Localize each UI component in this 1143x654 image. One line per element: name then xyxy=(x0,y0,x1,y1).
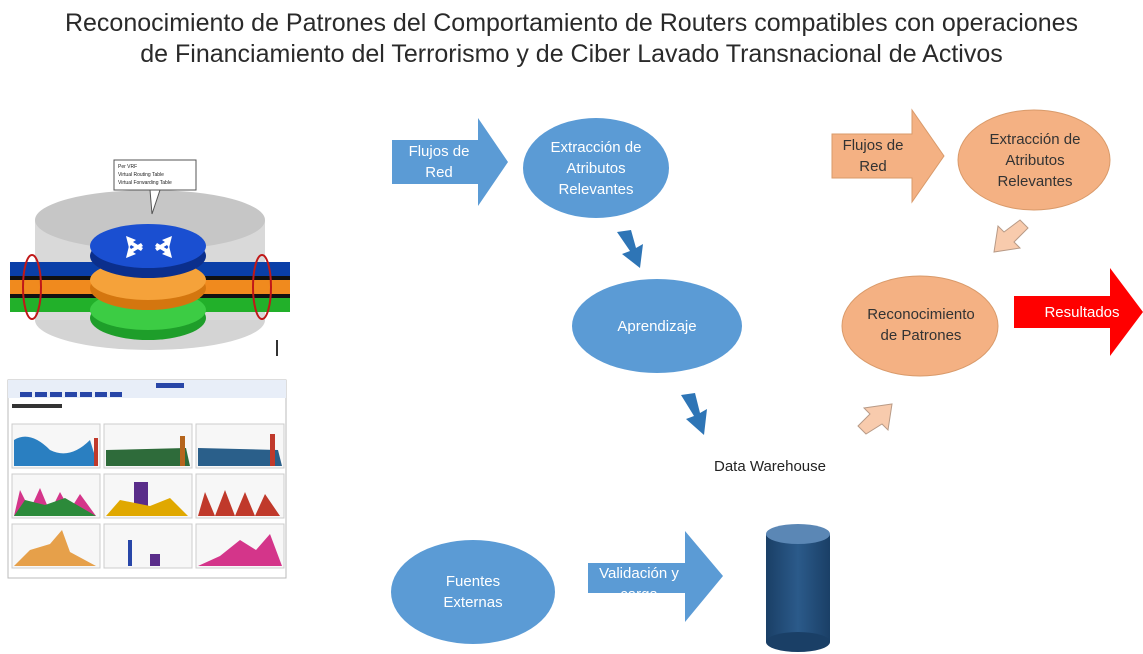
learning-label: Aprendizaje xyxy=(617,317,697,335)
up-right-arrow xyxy=(857,403,893,435)
right-extraction-label: Extracción de Atributos Relevantes xyxy=(989,130,1081,190)
title-line-2: de Financiamiento del Terrorismo y de Ci… xyxy=(140,40,1003,68)
recognition-ellipse xyxy=(841,275,999,377)
right-extraction-ellipse xyxy=(957,109,1111,211)
results-label: Resultados xyxy=(1044,303,1120,321)
recognition-label: Reconocimiento de Patrones xyxy=(867,306,975,344)
right-network-flows-arrow xyxy=(831,108,945,204)
title-line-1: Reconocimiento de Patrones del Comportam… xyxy=(64,9,1079,37)
network-flows-arrow xyxy=(392,118,508,206)
results-arrow xyxy=(1014,268,1143,356)
extraction-label: Extracción de Atributos Relevantes xyxy=(550,138,642,198)
right-network-flows-label: Flujos de Red xyxy=(842,137,904,175)
network-flows-label: Flujos de Red xyxy=(408,143,470,181)
page-title: Reconocimiento de Patrones del Comportam… xyxy=(0,8,1143,70)
dashboard-thumbnail xyxy=(7,379,287,579)
validation-arrow xyxy=(588,531,723,622)
validation-label: Validación y carga xyxy=(599,565,679,603)
data-warehouse-label: Data Warehouse xyxy=(713,458,826,475)
learning-ellipse xyxy=(572,279,742,373)
external-sources-label: Fuentes Externas xyxy=(443,573,503,611)
extraction-ellipse xyxy=(523,118,669,218)
down-arrow-1 xyxy=(617,230,643,268)
down-arrow-2 xyxy=(681,393,707,435)
data-warehouse-cylinder xyxy=(766,524,830,652)
callout-line-2: Virtual Routing Table xyxy=(118,172,164,178)
callout-line-1: Per VRF xyxy=(118,164,137,170)
callout-line-3: Virtual Forwarding Table xyxy=(118,180,172,186)
down-left-arrow xyxy=(993,219,1029,253)
router-illustration: Per VRF Virtual Routing Table Virtual Fo… xyxy=(10,159,290,356)
external-sources-ellipse xyxy=(391,540,555,644)
